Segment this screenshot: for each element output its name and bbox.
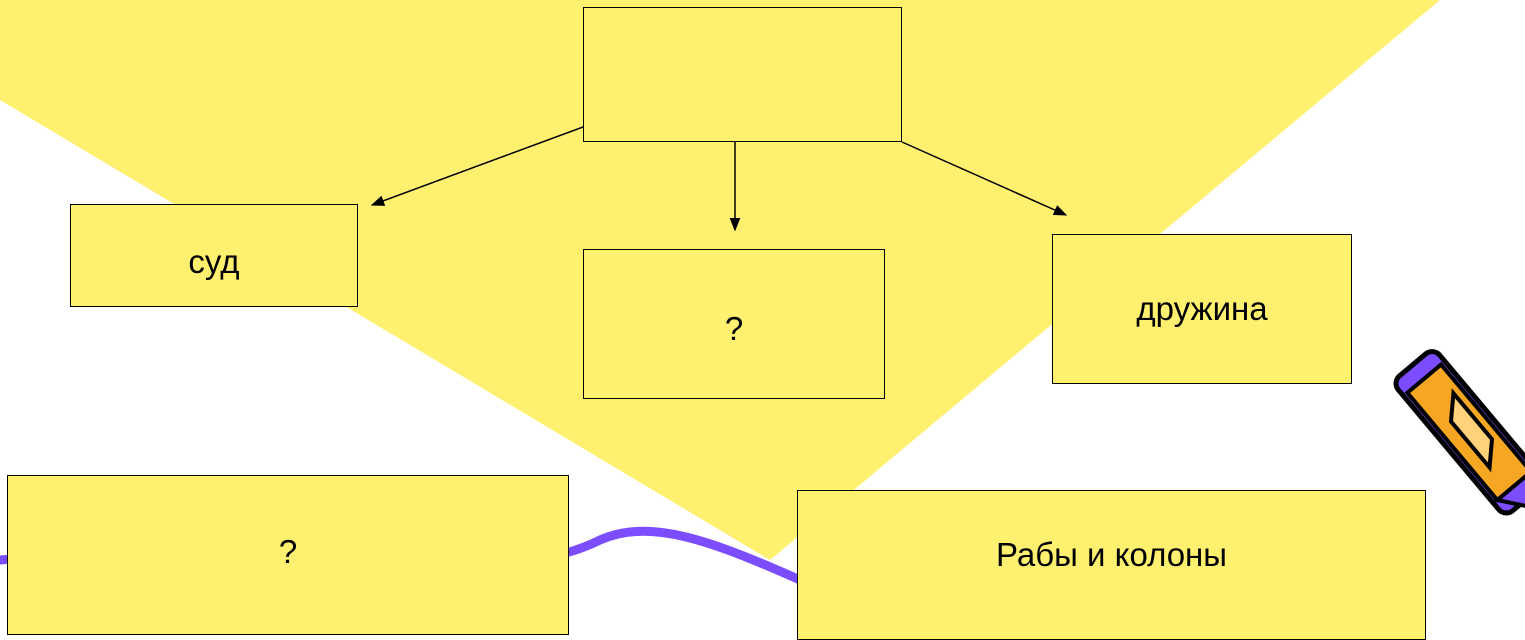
pencil-icon	[1393, 349, 1525, 516]
bottom-right-box-label: Рабы и колоны	[995, 536, 1228, 573]
bottom-right-box: Рабы и колоны	[797, 490, 1426, 640]
bottom-left-box-label: ?	[278, 533, 298, 570]
arrow-to-right-box	[901, 141, 1068, 216]
top-box	[583, 7, 902, 142]
right-box-label: дружина	[1136, 290, 1268, 327]
middle-box: ?	[583, 249, 885, 399]
arrow-to-left-box	[370, 126, 584, 206]
bottom-left-box: ?	[7, 475, 569, 635]
left-box: суд	[70, 204, 358, 307]
middle-box-label: ?	[724, 310, 744, 347]
left-box-label: суд	[188, 242, 240, 280]
right-box: дружина	[1052, 234, 1352, 384]
